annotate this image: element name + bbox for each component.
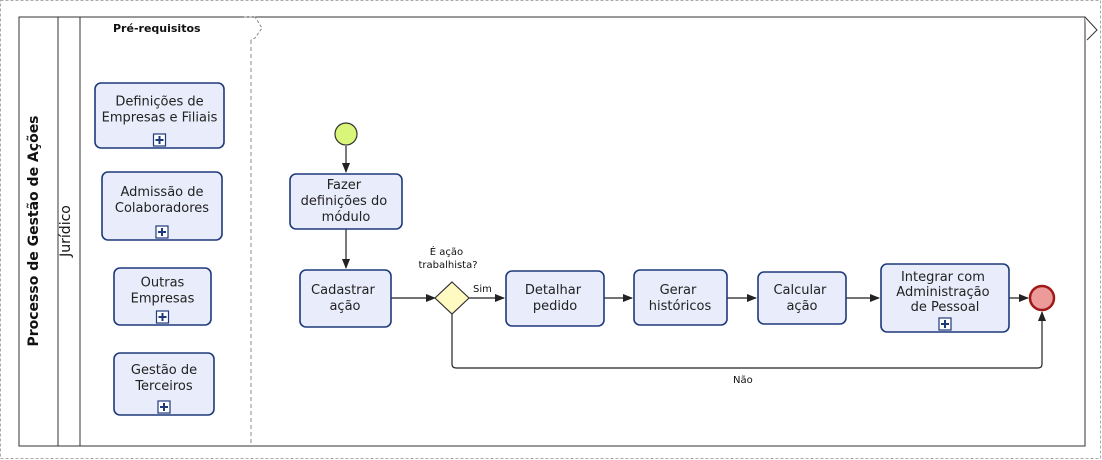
pool-title: Processo de Gestão de Ações <box>26 115 42 346</box>
prerequisite-1-line-1: Definições de <box>115 95 203 110</box>
svg-text:Detalhar pedido: Detalhar pedido <box>525 283 585 314</box>
task-detalhar-line-2: pedido <box>533 299 577 314</box>
gateway-acao-trabalhista[interactable] <box>434 281 470 315</box>
task-gerar-line-2: históricos <box>649 299 712 314</box>
expand-subprocess-icon[interactable] <box>157 400 171 414</box>
prerequisite-2-line-1: Admissão de <box>120 185 203 200</box>
svg-text:Calcular ação: Calcular ação <box>773 283 830 314</box>
gateway-question-line-2: trabalhista? <box>418 260 477 271</box>
task-fazer[interactable]: Fazer definições do módulo <box>289 173 403 230</box>
svg-text:Integrar com Administraç: Integrar com Administração de Pessoal <box>896 270 993 315</box>
prerequisite-3-line-1: Outras <box>141 276 185 291</box>
flow-gateway-no-end <box>451 311 1046 369</box>
svg-text:É ação trabalhista?: É ação trabalhista? <box>418 245 477 271</box>
prerequisites-title: Pré-requisitos <box>113 22 201 35</box>
task-cadastrar-line-2: ação <box>329 299 360 314</box>
pool-tail <box>1084 16 1098 41</box>
task-gerar[interactable]: Gerar históricos <box>633 269 728 326</box>
svg-text:Gerar históricos: Gerar históricos <box>649 283 712 314</box>
gateway-question-line-1: É ação <box>430 245 463 258</box>
task-fazer-line-3: módulo <box>322 210 371 225</box>
start-event[interactable] <box>334 122 358 146</box>
task-fazer-line-2: definições do <box>301 194 388 209</box>
task-calcular-line-1: Calcular <box>773 283 827 298</box>
task-cadastrar[interactable]: Cadastrar ação <box>299 269 392 328</box>
task-calcular-line-2: ação <box>786 299 817 314</box>
prerequisite-2-line-2: Colaboradores <box>115 201 209 216</box>
end-event[interactable] <box>1028 284 1056 312</box>
task-detalhar-line-1: Detalhar <box>525 283 582 298</box>
task-calcular[interactable]: Calcular ação <box>757 271 847 325</box>
prerequisite-3-line-2: Empresas <box>131 292 195 307</box>
task-integrar-line-2: Administração <box>896 285 989 300</box>
prerequisites-group-corner <box>244 16 263 41</box>
flow-label-sim: Sim <box>473 284 492 295</box>
task-gerar-line-1: Gerar <box>660 283 697 298</box>
expand-subprocess-icon[interactable] <box>155 310 170 324</box>
task-fazer-line-1: Fazer <box>327 178 362 193</box>
task-cadastrar-line-1: Cadastrar <box>311 283 375 298</box>
task-detalhar[interactable]: Detalhar pedido <box>505 270 605 327</box>
prerequisite-4-line-1: Gestão de <box>131 363 197 378</box>
task-integrar[interactable]: Integrar com Administração de Pessoal <box>880 263 1010 333</box>
flow-label-nao: Não <box>733 375 753 386</box>
prerequisite-4-line-2: Terceiros <box>134 379 193 394</box>
expand-subprocess-icon[interactable] <box>155 225 169 239</box>
sequence-flows <box>342 146 1046 369</box>
svg-text:Cadastrar ação: Cadastrar ação <box>311 283 379 314</box>
prerequisite-1-line-2: Empresas e Filiais <box>102 111 218 126</box>
expand-subprocess-icon[interactable] <box>152 133 167 147</box>
task-integrar-line-1: Integrar com <box>901 270 985 285</box>
task-integrar-line-3: de Pessoal <box>911 300 980 315</box>
lane-label: Jurídico <box>58 205 74 258</box>
svg-text:Fazer definições do: Fazer definições do módulo <box>301 178 392 225</box>
task-integrar-expand-icon[interactable] <box>938 317 952 331</box>
